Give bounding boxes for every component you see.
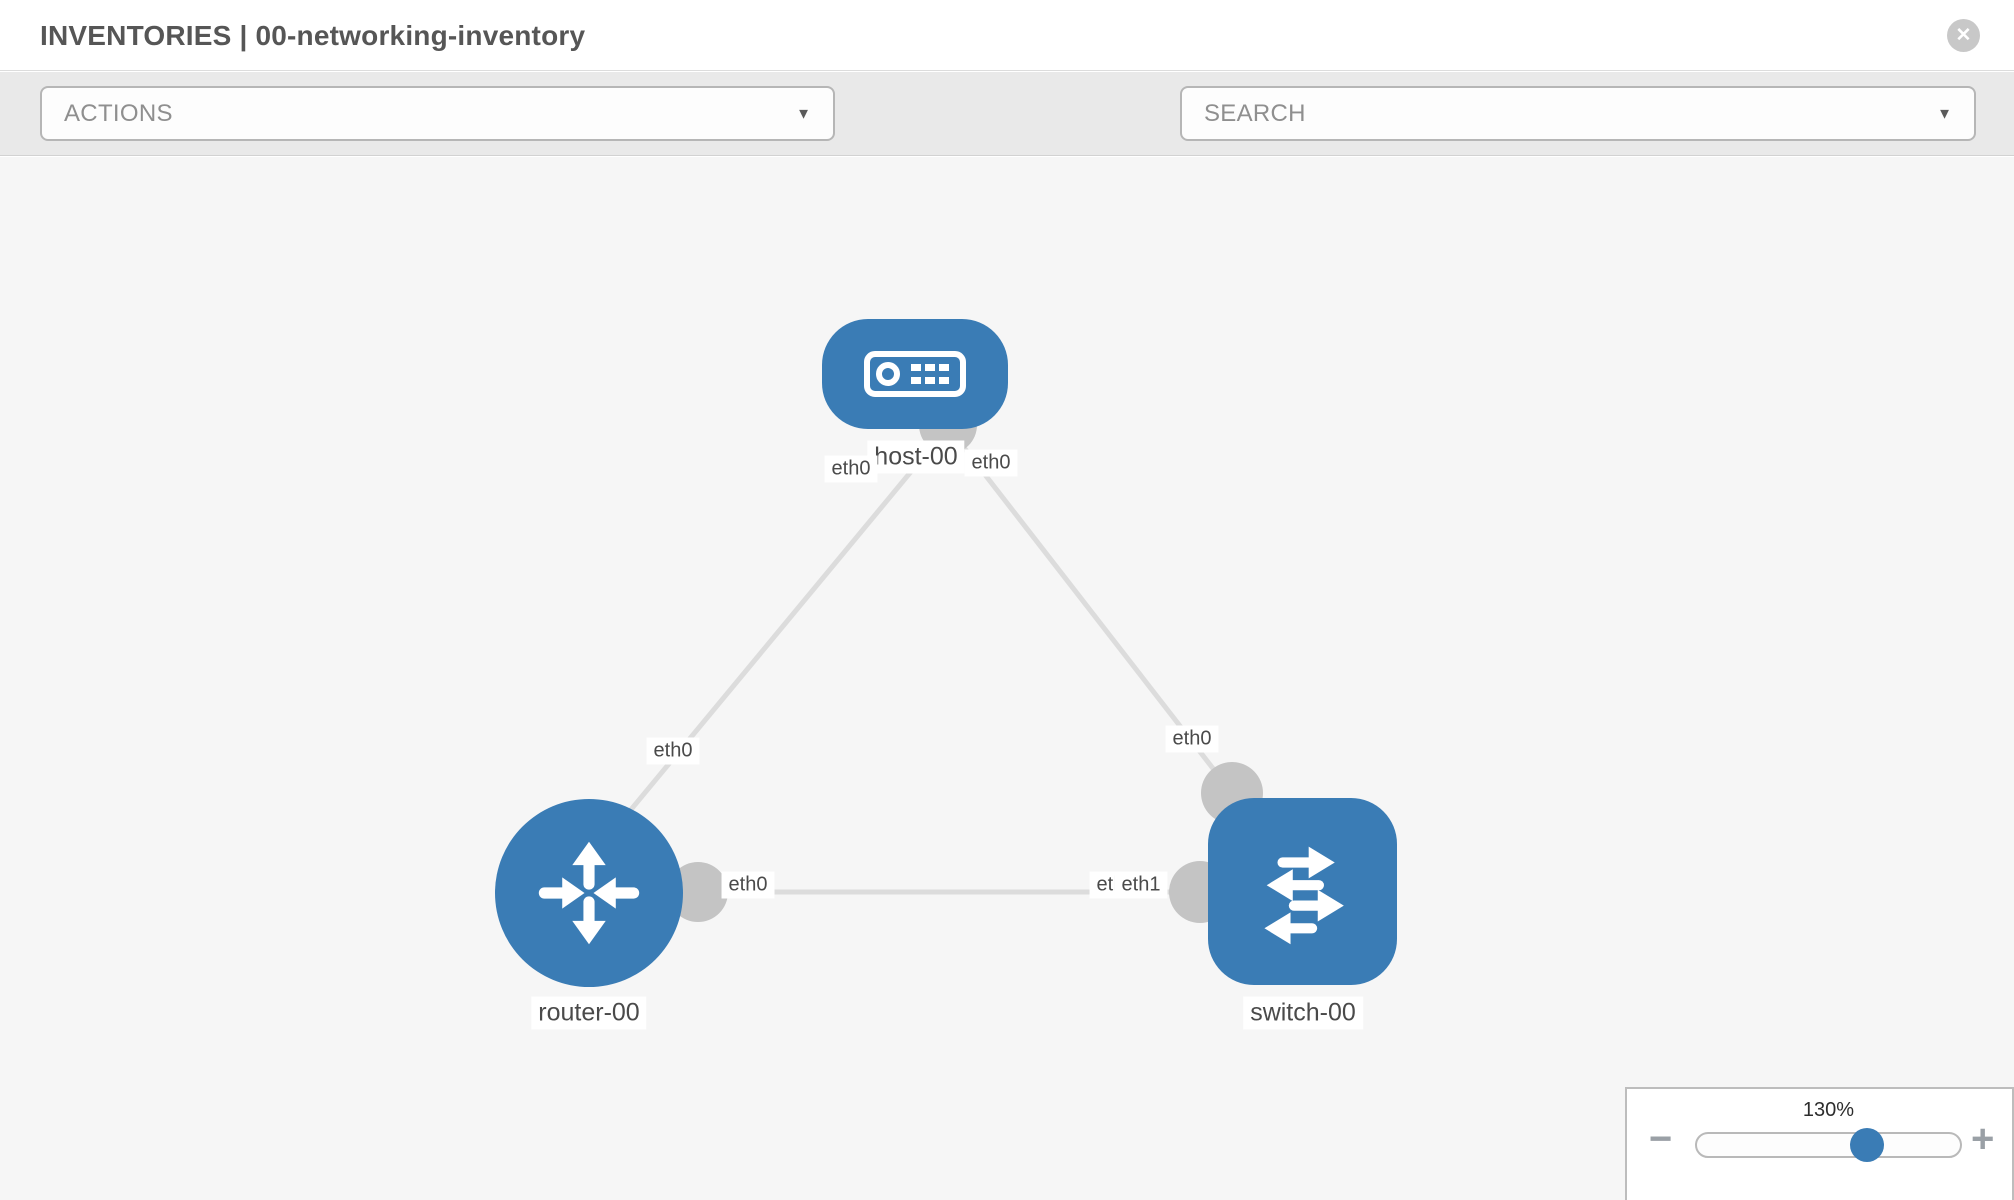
zoom-percent-value: 130% xyxy=(1802,1099,1855,1121)
node-router-00[interactable] xyxy=(495,799,683,987)
if-label-host-eth0-left: eth0 xyxy=(824,455,878,483)
search-placeholder: SEARCH xyxy=(1204,99,1306,127)
if-label-switch-eth0-top: eth0 xyxy=(1165,725,1219,753)
plus-icon: + xyxy=(1971,1117,1995,1161)
zoom-slider-thumb[interactable] xyxy=(1850,1128,1884,1162)
zoom-in-button[interactable]: + xyxy=(1971,1119,1994,1159)
edge-host-router xyxy=(598,425,950,849)
actions-dropdown[interactable]: ACTIONS ▼ xyxy=(40,86,835,141)
if-label-host-eth0-right: eth0 xyxy=(964,449,1018,477)
close-button[interactable]: ✕ xyxy=(1947,19,1980,52)
search-dropdown[interactable]: SEARCH ▼ xyxy=(1180,86,1976,141)
chevron-down-icon: ▼ xyxy=(796,105,811,122)
port-router-eth0 xyxy=(668,862,728,922)
node-label-router: router-00 xyxy=(531,996,647,1030)
header-bar: INVENTORIES | 00-networking-inventory ✕ xyxy=(0,0,2014,71)
close-icon: ✕ xyxy=(1955,25,1972,46)
page-title: INVENTORIES | 00-networking-inventory xyxy=(40,20,586,51)
zoom-panel: 130% − + xyxy=(1625,1087,2014,1200)
toolbar: ACTIONS ▼ SEARCH ▼ xyxy=(0,72,2014,205)
node-label-switch: switch-00 xyxy=(1243,996,1363,1030)
topology-links-layer xyxy=(598,396,1263,923)
node-switch-00[interactable] xyxy=(1208,798,1397,985)
chevron-down-icon: ▼ xyxy=(1937,105,1952,122)
minus-icon: − xyxy=(1649,1117,1673,1161)
node-label-host: host-00 xyxy=(867,440,965,474)
if-label-link-eth1-right: eth1 xyxy=(1114,871,1168,899)
topology-canvas[interactable]: host-00 router-00 switch-00 eth0 eth0 et… xyxy=(0,157,2014,1200)
if-label-router-eth0-top: eth0 xyxy=(646,737,700,765)
if-label-link-eth0-left: eth0 xyxy=(721,871,775,899)
actions-dropdown-label: ACTIONS xyxy=(64,99,173,127)
host-icon xyxy=(864,351,966,397)
switch-icon xyxy=(1263,846,1344,944)
zoom-out-button[interactable]: − xyxy=(1649,1119,1672,1159)
zoom-slider[interactable] xyxy=(1695,1128,1962,1162)
router-icon xyxy=(538,841,640,945)
node-host-00[interactable] xyxy=(822,319,1008,429)
